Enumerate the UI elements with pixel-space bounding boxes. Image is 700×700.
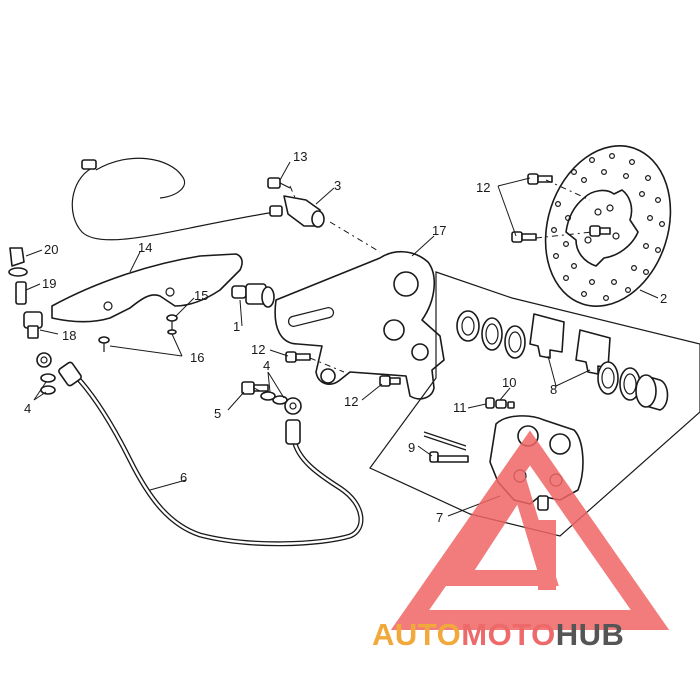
caliper-small-parts <box>423 397 515 463</box>
bleed-valve-parts <box>8 247 43 339</box>
callout-6: 6 <box>180 470 187 485</box>
callout-leaders <box>25 161 659 517</box>
callout-3: 3 <box>334 178 341 193</box>
callout-16: 16 <box>190 350 204 365</box>
callout-7: 7 <box>436 510 443 525</box>
brake-pads <box>529 313 611 375</box>
brake-hose <box>36 352 364 547</box>
wheel-speed-sensor <box>71 157 325 241</box>
callout-17: 17 <box>432 223 446 238</box>
callout-12-disc: 12 <box>476 180 490 195</box>
brand-moto: MOTO <box>461 617 555 652</box>
brake-disc <box>544 145 672 307</box>
callout-labels: 1 2 3 4 4 5 6 7 8 9 10 11 12 12 12 13 14… <box>24 149 667 525</box>
callout-9: 9 <box>408 440 415 455</box>
callout-12-bracket-left: 12 <box>251 342 265 357</box>
watermark-brand: AUTOMOTOHUB <box>372 617 624 652</box>
callout-11: 11 <box>453 400 467 415</box>
callout-12-bracket-right: 12 <box>344 394 358 409</box>
callout-15: 15 <box>194 288 208 303</box>
callout-10: 10 <box>502 375 516 390</box>
callout-1: 1 <box>233 319 240 334</box>
watermark-logo <box>390 430 670 630</box>
chain-guard <box>51 253 243 323</box>
pivot-pin <box>231 283 275 308</box>
callout-18: 18 <box>62 328 76 343</box>
callout-14: 14 <box>138 240 152 255</box>
watermark-triangle <box>390 430 670 630</box>
bracket-bolts <box>285 351 401 387</box>
brand-hub: HUB <box>556 617 625 652</box>
callout-19: 19 <box>42 276 56 291</box>
callout-13: 13 <box>293 149 307 164</box>
callout-4-left: 4 <box>24 401 31 416</box>
caliper-pistons-right <box>597 361 669 411</box>
brand-auto: AUTO <box>372 617 461 652</box>
caliper-pistons-left <box>456 310 526 359</box>
callout-8: 8 <box>550 382 557 397</box>
callout-5: 5 <box>214 406 221 421</box>
callout-2: 2 <box>660 291 667 306</box>
callout-20: 20 <box>44 242 58 257</box>
callout-4-right: 4 <box>263 358 270 373</box>
disc-holes <box>550 153 665 302</box>
disc-bolts <box>511 173 611 243</box>
caliper-bracket <box>274 250 445 400</box>
